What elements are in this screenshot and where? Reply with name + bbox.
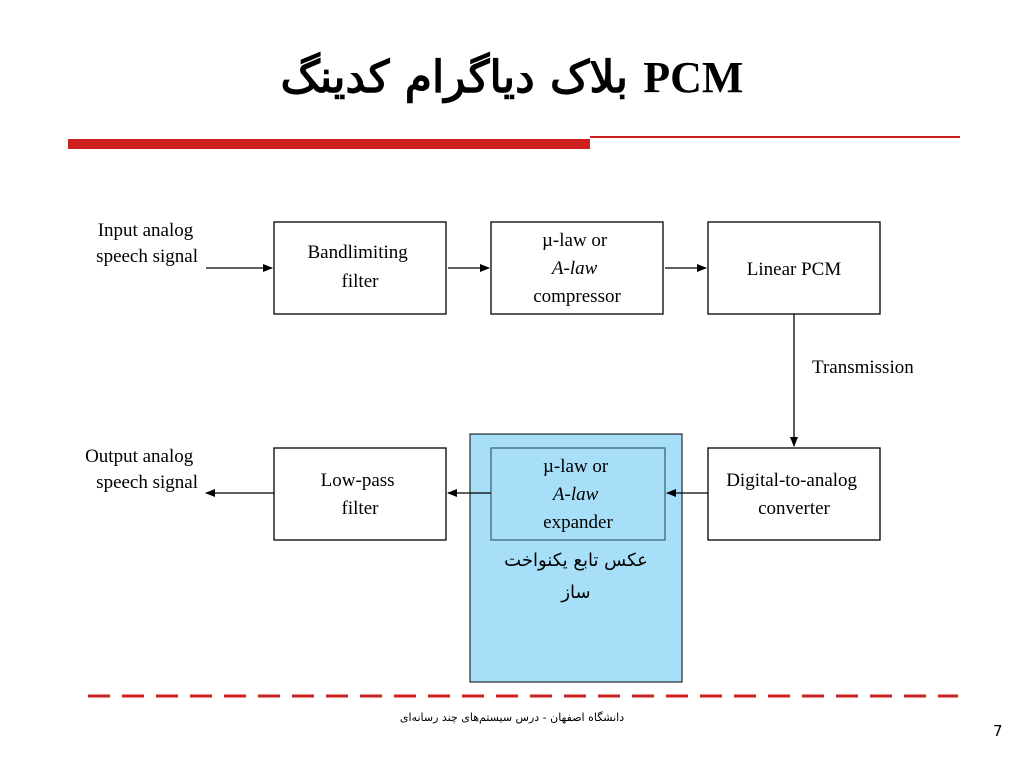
page-title: بلاک دیاگرام کدینگ PCM [0,52,1024,103]
input-label-line2: speech signal [96,246,198,267]
linear-pcm-box [707,221,881,315]
bandlimiting-filter-box [273,221,447,315]
lowpass-filter-box [273,447,447,541]
bandlimiting-filter-label: Bandlimiting filter [307,242,412,292]
title-underline-thick [68,139,590,149]
highlight-region [469,433,683,683]
transmission-label: Transmission [812,357,914,378]
footer-dashed-divider [88,694,958,698]
output-label: Output analog speech signal [85,446,198,493]
output-label-line1: Output analog [85,446,194,467]
dac-label: Digital-to-analog converter [726,470,862,519]
footer-text: دانشگاه اصفهان - درس سیستم‌های چند رسانه… [399,711,625,724]
highlight-caption-line1: عکس تابع یکنواخت [504,550,648,571]
expander-label: µ-law or A-law expander [543,456,614,533]
compressor-box [490,221,664,315]
highlight-caption-line2: ساز [561,582,591,603]
title-underline-thin [590,136,960,138]
title-persian: بلاک دیاگرام کدینگ [280,52,628,103]
input-label: Input analog speech signal [96,220,198,267]
linear-pcm-label: Linear PCM [747,259,842,280]
title-pcm: PCM [643,53,744,102]
output-label-line2: speech signal [96,472,198,493]
highlight-caption: عکس تابع یکنواخت ساز [470,545,682,609]
input-label-line1: Input analog [98,220,194,241]
compressor-label: µ-law or A-law compressor [533,230,621,307]
dac-box [707,447,881,541]
expander-box [490,447,666,541]
lowpass-filter-label: Low-pass filter [321,470,400,519]
page-number: 7 [993,722,1003,740]
